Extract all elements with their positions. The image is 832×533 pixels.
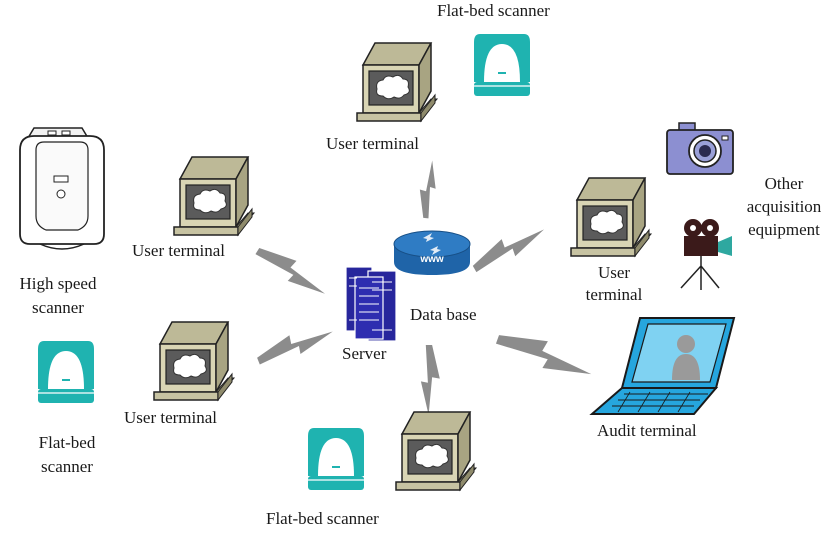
high-speed-scanner-label-line1: High speed (19, 274, 97, 293)
flatbed-scanner-bottom-icon (307, 427, 365, 491)
high-speed-scanner-icon (19, 127, 105, 250)
other-acquisition-label-line1: Other (764, 174, 804, 193)
other-acquisition-label: Other acquisition equipment (736, 172, 832, 241)
other-acquisition-label-line2: acquisition (746, 197, 822, 216)
user-terminal-top-icon (356, 42, 438, 122)
user-terminal-right-label-line2: terminal (585, 285, 643, 304)
user-terminal-left-icon (173, 156, 255, 236)
flatbed-scanner-bottom-label: Flat-bed scanner (266, 509, 379, 528)
connection-bolts (252, 159, 597, 415)
user-terminal-right-label-line1: User (597, 263, 631, 282)
bolt-lower-right (493, 324, 597, 385)
bolt-lower-left (253, 319, 337, 370)
user-terminal-left-label: User terminal (132, 241, 225, 260)
audit-terminal-icon (589, 317, 736, 415)
flatbed-scanner-top-icon (473, 33, 531, 97)
flatbed-scanner-left-label: Flat-bed scanner (22, 431, 112, 479)
video-camera-icon (680, 219, 732, 290)
www-label: www (419, 254, 444, 265)
flatbed-scanner-left-label-line2: scanner (41, 457, 93, 476)
flatbed-scanner-left-label-line1: Flat-bed (38, 433, 96, 452)
user-terminal-bottom-left-icon (153, 321, 235, 401)
database-label: Data base (410, 305, 477, 324)
high-speed-scanner-label-line2: scanner (32, 298, 84, 317)
bolt-top (416, 159, 439, 219)
user-terminal-right-label: User terminal (578, 262, 650, 306)
high-speed-scanner-label: High speed scanner (4, 272, 112, 320)
server-label: Server (342, 344, 387, 363)
bolt-upper-left (252, 240, 332, 302)
audit-terminal-label: Audit terminal (597, 421, 697, 440)
flatbed-scanner-top-label: Flat-bed scanner (437, 1, 550, 20)
other-acquisition-label-line3: equipment (748, 220, 820, 239)
database-icon: www (393, 230, 471, 275)
user-terminal-bottom-icon (395, 411, 477, 491)
server-icon (345, 266, 397, 342)
bolt-upper-right (468, 218, 549, 278)
bolt-bottom (420, 345, 440, 415)
user-terminal-right-icon (570, 177, 652, 257)
flatbed-scanner-left-icon (37, 340, 95, 404)
user-terminal-top-label: User terminal (326, 134, 419, 153)
user-terminal-bottom-left-label: User terminal (124, 408, 217, 427)
camera-icon (666, 122, 734, 175)
